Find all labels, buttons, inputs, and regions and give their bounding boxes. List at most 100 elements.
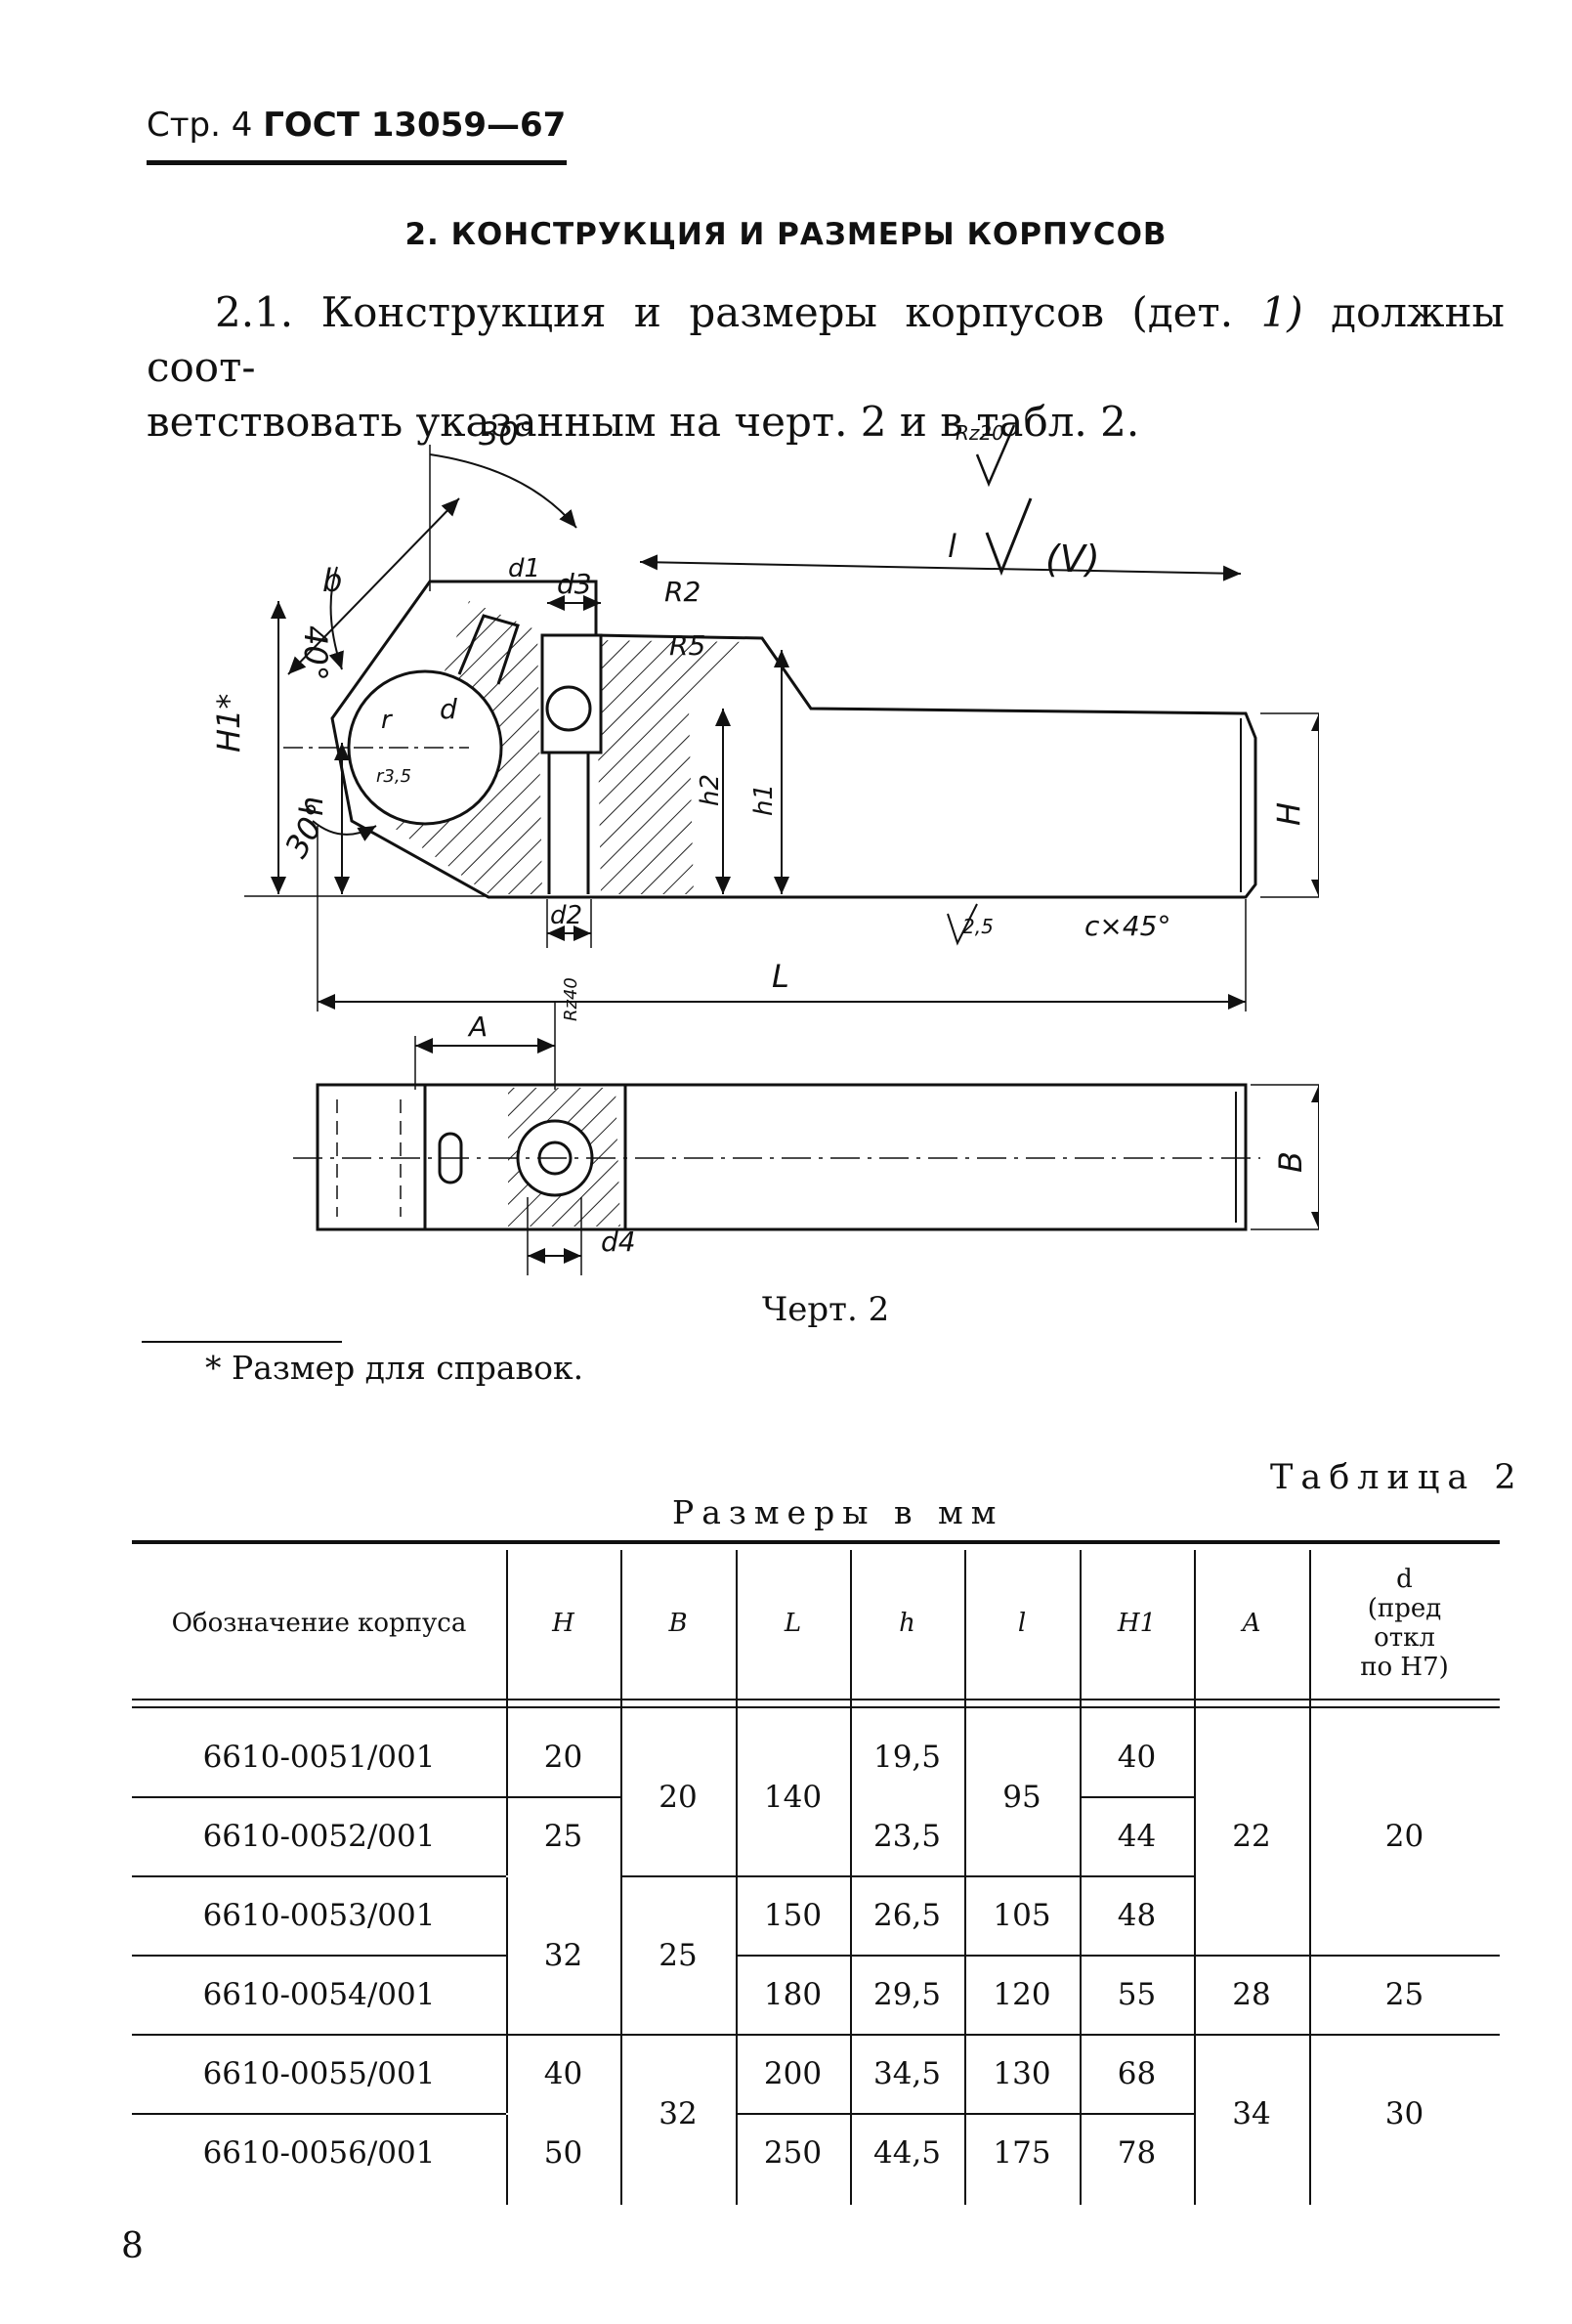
label-rough-25: 2,5	[962, 915, 994, 938]
label-d: d	[440, 693, 457, 725]
table-cell: 6610-0054/001	[202, 1977, 436, 2012]
col-sep	[850, 1550, 852, 2205]
header-designation: Обозначение корпуса	[171, 1609, 467, 1638]
col-sep	[1080, 1550, 1082, 2205]
table-cell: 29,5	[872, 1977, 942, 2012]
table-cell: 130	[993, 2056, 1051, 2091]
table-cell: 32	[543, 1937, 583, 1973]
table-cell: 150	[763, 1898, 823, 1933]
header-H: H	[552, 1609, 574, 1638]
table-units: Размеры в мм	[672, 1493, 1004, 1531]
table-rule-top	[132, 1540, 1500, 1544]
table-cell: 120	[993, 1977, 1051, 2012]
row-sep-gap	[506, 1875, 620, 1877]
label-angle-40: 40°	[297, 625, 334, 681]
label-d4: d4	[601, 1226, 636, 1258]
roughness-check	[985, 497, 1033, 577]
label-b: b	[322, 562, 342, 599]
label-rough-rz20: Rz20	[956, 421, 1004, 445]
table-cell: 140	[763, 1779, 823, 1815]
section-hatch-2	[596, 640, 752, 894]
row-sep	[132, 2113, 620, 2115]
paragraph-line-2: ветствовать указанным на черт. 2 и в таб…	[147, 398, 1140, 446]
table-cell: 25	[543, 1819, 583, 1854]
table-cell: 40	[1117, 1740, 1157, 1775]
label-h1: h1	[749, 784, 779, 816]
label-d2: d2	[550, 901, 582, 930]
label-chamfer: c×45°	[1084, 910, 1170, 942]
table-cell: 44	[1117, 1819, 1157, 1854]
table-cell: 6610-0053/001	[202, 1898, 436, 1933]
col-sep	[736, 1550, 738, 2205]
row-sep	[736, 1955, 1500, 1957]
table-cell: 26,5	[872, 1898, 942, 1933]
row-sep	[132, 2034, 1500, 2036]
label-angle-30: 30°	[479, 415, 534, 452]
table-cell: 200	[763, 2056, 823, 2091]
label-A: A	[467, 1011, 488, 1043]
dim-b	[287, 497, 460, 675]
label-l: l	[948, 528, 956, 565]
label-B: B	[1272, 1151, 1309, 1173]
table-cell: 6610-0052/001	[202, 1819, 436, 1854]
header-L: L	[784, 1609, 802, 1638]
footnote: * Размер для справок.	[205, 1349, 584, 1387]
table-cell: 20	[543, 1740, 583, 1775]
table-cell: 48	[1117, 1898, 1157, 1933]
table-cell: 68	[1117, 2056, 1157, 2091]
roughness-symbol	[975, 424, 1016, 488]
table-cell: 34	[1232, 2095, 1271, 2131]
row-sep	[132, 1875, 1194, 1877]
table-cell: 78	[1117, 2135, 1157, 2171]
header-h: h	[899, 1609, 915, 1638]
technical-drawing: 30° 40° 30° Rz20 (V) l b d1 d3 R2 R5 H1*…	[210, 415, 1319, 1275]
top-view-outline	[316, 1083, 1248, 1231]
label-H1: H1*	[210, 694, 247, 753]
standard-number: ГОСТ 13059—67	[263, 106, 567, 145]
dim-angle-30	[429, 453, 577, 529]
label-H: H	[1270, 802, 1307, 826]
header-A: A	[1242, 1609, 1261, 1638]
row-sep	[1080, 1796, 1194, 1798]
row-sep	[132, 1796, 620, 1798]
table-cell: 34,5	[872, 2056, 942, 2091]
table-cell: 30	[1384, 2095, 1424, 2131]
table-cell: 50	[543, 2135, 583, 2171]
col-sep	[964, 1550, 966, 2205]
label-d3: d3	[557, 568, 592, 600]
col-sep	[1309, 1550, 1311, 2205]
page-header: Стр. 4 ГОСТ 13059—67	[147, 106, 566, 145]
table-cell: 32	[659, 2095, 698, 2131]
label-r: r	[381, 706, 394, 735]
dim-angle-30-bottom	[312, 820, 377, 841]
table-caption: Таблица 2	[1270, 1458, 1524, 1497]
table-cell: 28	[1232, 1977, 1271, 2012]
table-cell: 20	[1384, 1819, 1424, 1854]
table-cell: 175	[993, 2135, 1051, 2171]
table-cell: 22	[1232, 1819, 1271, 1854]
label-R2: R2	[664, 576, 701, 608]
paragraph: 2.1. Конструкция и размеры корпусов (дет…	[147, 285, 1505, 450]
row-sep	[736, 2113, 1194, 2115]
roughness-25	[947, 903, 978, 946]
table-cell: 55	[1117, 1977, 1157, 2012]
table-cell: 19,5	[872, 1740, 942, 1775]
cross-hole	[545, 685, 592, 732]
header-H1: H1	[1117, 1609, 1157, 1638]
dim-angle-40	[328, 566, 344, 670]
table-cell: 23,5	[872, 1819, 942, 1854]
table-cell: 44,5	[872, 2135, 942, 2171]
label-h2: h2	[696, 774, 725, 806]
header-l: l	[1017, 1609, 1027, 1638]
table-cell: 6610-0051/001	[202, 1740, 436, 1775]
table-cell: 6610-0056/001	[202, 2135, 436, 2171]
col-sep	[506, 1550, 508, 2205]
row-sep-gap	[506, 2113, 620, 2115]
table-cell: 105	[993, 1898, 1051, 1933]
figure-caption: Черт. 2	[762, 1290, 890, 1329]
table-cell: 250	[763, 2135, 823, 2171]
dim-l	[639, 554, 1242, 581]
label-d1: d1	[508, 554, 540, 583]
label-rough-rz40: Rz40	[561, 977, 581, 1021]
page-number: 8	[121, 2226, 144, 2266]
